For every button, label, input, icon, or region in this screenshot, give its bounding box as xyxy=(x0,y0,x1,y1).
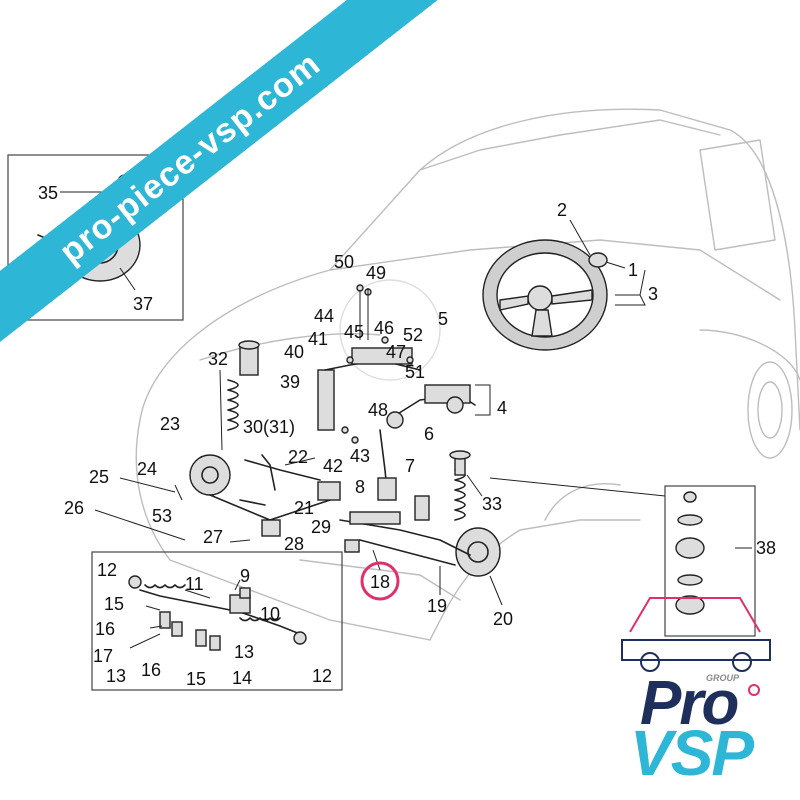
callout-16-bottom: 16 xyxy=(141,660,161,680)
logo-car-icon xyxy=(621,597,771,696)
callout-15-left: 15 xyxy=(104,594,124,614)
callout-6: 6 xyxy=(424,424,434,444)
callout-13-right: 13 xyxy=(234,642,254,662)
mount-detail-box xyxy=(489,477,756,637)
callout-50: 50 xyxy=(334,252,354,272)
callout-33: 33 xyxy=(482,494,502,514)
callout-29: 29 xyxy=(311,517,331,537)
callout-12-bottom: 12 xyxy=(312,666,332,686)
highlight-circle-18 xyxy=(360,561,400,601)
callout-1: 1 xyxy=(628,260,638,280)
steering-wheel xyxy=(482,219,646,351)
left-spring-strut xyxy=(219,340,260,451)
rack-detail-box xyxy=(91,551,343,691)
callout-48: 48 xyxy=(368,400,388,420)
callout-7: 7 xyxy=(405,456,415,476)
callout-5: 5 xyxy=(438,309,448,329)
callout-22: 22 xyxy=(288,447,308,467)
callout-9: 9 xyxy=(240,566,250,586)
callout-19: 19 xyxy=(427,596,447,616)
callout-21: 21 xyxy=(294,498,314,518)
callout-42: 42 xyxy=(323,456,343,476)
callout-53: 53 xyxy=(152,506,172,526)
callout-24: 24 xyxy=(137,459,157,479)
callout-28: 28 xyxy=(284,534,304,554)
callout-13-left: 13 xyxy=(106,666,126,686)
callout-8: 8 xyxy=(355,477,365,497)
callout-2: 2 xyxy=(557,200,567,220)
right-strut-hub xyxy=(414,450,503,606)
callout-40: 40 xyxy=(284,342,304,362)
callout-43: 43 xyxy=(350,446,370,466)
callout-35: 35 xyxy=(38,183,58,203)
callout-32: 32 xyxy=(208,349,228,369)
logo-group-text: GROUP xyxy=(706,673,740,683)
callout-16-left: 16 xyxy=(95,619,115,639)
callout-49: 49 xyxy=(366,263,386,283)
steering-rack xyxy=(339,511,471,595)
callout-46: 46 xyxy=(374,318,394,338)
callout-18: 18 xyxy=(370,572,390,592)
logo-pro-text: Pro xyxy=(640,669,739,738)
callout-15-bottom: 15 xyxy=(186,669,206,689)
callout-14: 14 xyxy=(232,668,252,688)
logo-vsp-text: VSP xyxy=(630,717,754,789)
callout-23: 23 xyxy=(160,414,180,434)
callout-45: 45 xyxy=(344,322,364,342)
callout-3: 3 xyxy=(648,284,658,304)
callout-41: 41 xyxy=(308,329,328,349)
callout-4: 4 xyxy=(497,398,507,418)
callout-26: 26 xyxy=(64,498,84,518)
callout-27: 27 xyxy=(203,527,223,547)
steering-column xyxy=(317,284,491,501)
left-hub-arm xyxy=(94,454,341,543)
callout-47: 47 xyxy=(386,342,406,362)
callout-17: 17 xyxy=(93,646,113,666)
callout-labels: 2 1 3 4 5 6 7 8 9 10 11 12 12 13 13 14 1… xyxy=(12,167,776,689)
callout-20: 20 xyxy=(493,609,513,629)
callout-44: 44 xyxy=(314,306,334,326)
callout-30-31: 30(31) xyxy=(243,417,295,437)
callout-52: 52 xyxy=(403,325,423,345)
callout-51: 51 xyxy=(405,362,425,382)
callout-38: 38 xyxy=(756,538,776,558)
callout-10: 10 xyxy=(260,604,280,624)
callout-12-top: 12 xyxy=(97,560,117,580)
callout-11: 11 xyxy=(185,574,204,594)
callout-37-bottom: 37 xyxy=(133,294,153,314)
callout-25: 25 xyxy=(89,467,109,487)
callout-39: 39 xyxy=(280,372,300,392)
